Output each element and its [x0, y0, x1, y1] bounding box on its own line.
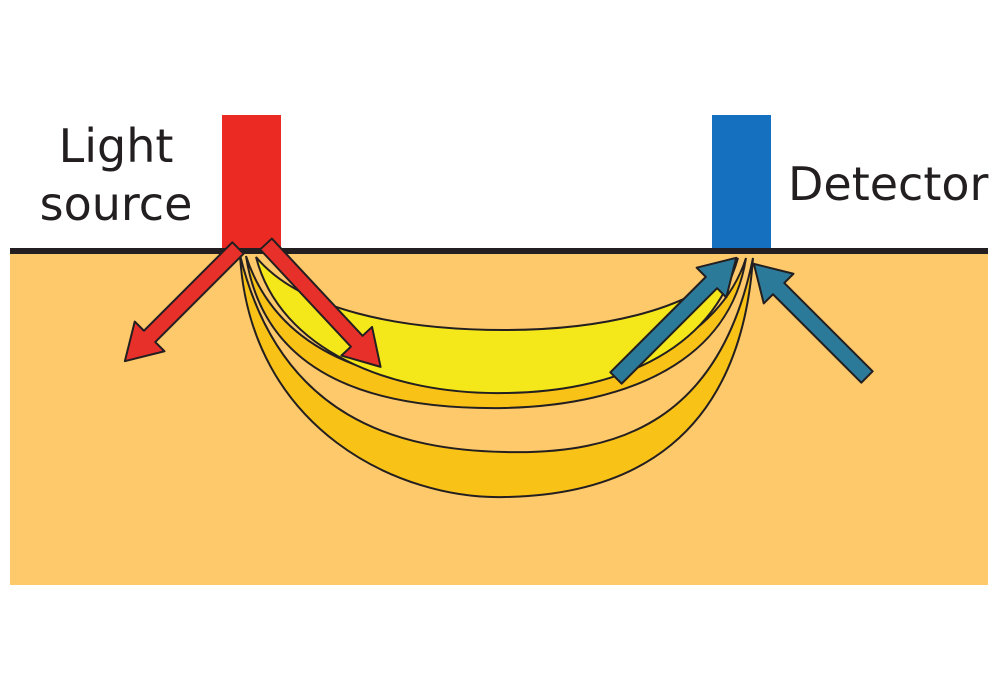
arrow-icon [259, 237, 382, 368]
light-source-probe [222, 115, 281, 253]
outer-banana-path [239, 254, 754, 499]
emitted-arrow-left [123, 241, 245, 363]
detected-arrow-right [752, 262, 874, 384]
arrow-icon [752, 262, 874, 384]
detector-label: Detector [788, 157, 989, 211]
detected-arrow-left [609, 256, 738, 385]
detector-probe [712, 115, 771, 253]
tissue-region [10, 251, 988, 585]
light-source-label-line2: source [40, 177, 193, 231]
light-source-label-line1: Light [59, 119, 174, 173]
surface-line [10, 248, 988, 254]
arrow-icon [609, 256, 738, 385]
arrow-icon [123, 241, 245, 363]
emitted-arrow-right [259, 237, 382, 368]
